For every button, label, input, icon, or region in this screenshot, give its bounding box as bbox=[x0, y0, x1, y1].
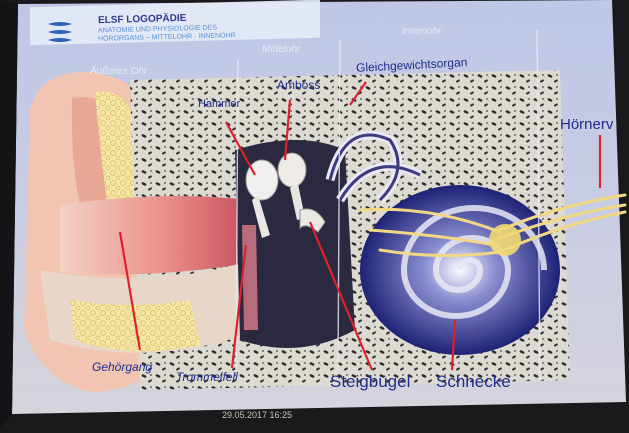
label-gehoergang: Gehörgang bbox=[92, 360, 152, 374]
label-amboss: Amboss bbox=[277, 78, 320, 92]
section-middle-ear: Mittelohr bbox=[262, 44, 300, 55]
logo-icon bbox=[48, 22, 72, 42]
label-hoernerv: Hörnerv bbox=[560, 116, 613, 133]
label-steigbuegel: Steigbügel bbox=[330, 372, 410, 392]
label-trommelfell: Trommelfell bbox=[176, 370, 238, 384]
label-hammer: Hammer bbox=[198, 98, 240, 110]
section-outer-ear: Äußeres Ohr bbox=[90, 66, 147, 77]
timestamp: 29.05.2017 16:25 bbox=[222, 410, 292, 420]
label-schnecke: Schnecke bbox=[436, 372, 511, 392]
header-line-1: ELSF LOGOPÄDIE bbox=[98, 13, 187, 26]
anvil-bone bbox=[278, 153, 306, 187]
nerve-ganglion bbox=[489, 224, 521, 256]
tympanic-membrane bbox=[242, 225, 258, 330]
ear-canal bbox=[60, 196, 255, 274]
section-inner-ear: Innenohr bbox=[402, 26, 441, 37]
